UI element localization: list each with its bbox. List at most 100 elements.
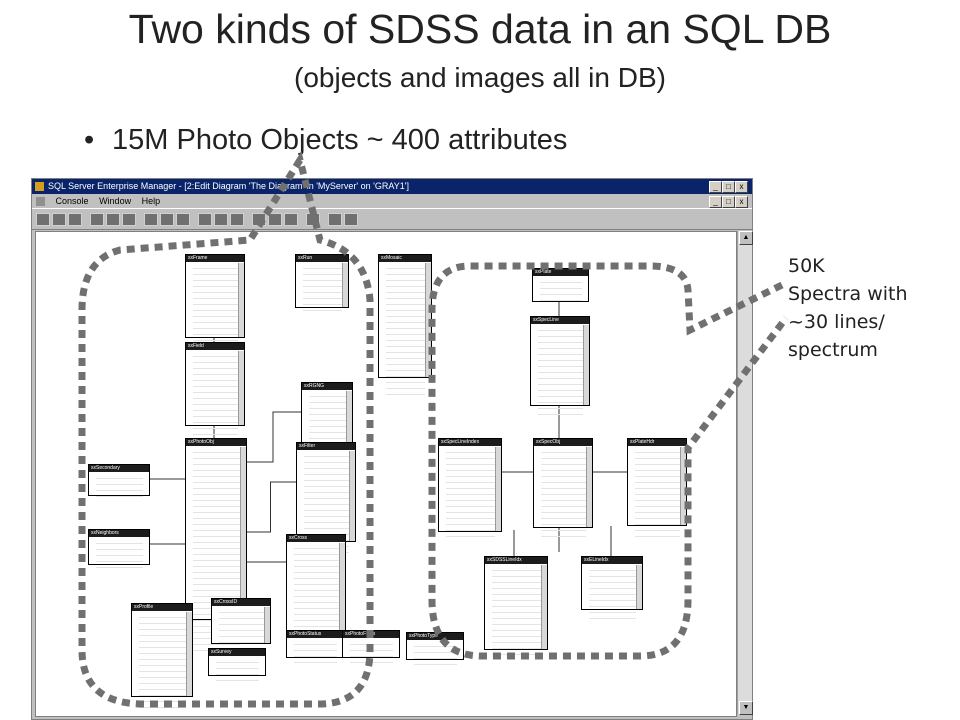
db-column-row[interactable] — [635, 447, 680, 453]
db-column-row[interactable] — [386, 377, 425, 383]
db-table[interactable]: sxCross — [286, 534, 346, 651]
db-column-row[interactable] — [492, 607, 541, 613]
db-column-row[interactable] — [589, 601, 636, 607]
db-column-row[interactable] — [193, 375, 238, 381]
db-column-row[interactable] — [303, 293, 342, 299]
db-column-row[interactable] — [541, 519, 586, 525]
db-column-row[interactable] — [540, 277, 582, 283]
db-column-row[interactable] — [635, 453, 680, 459]
db-table-header[interactable]: sxSpecLine — [531, 317, 589, 324]
db-column-row[interactable] — [304, 481, 349, 487]
db-column-row[interactable] — [193, 311, 238, 317]
db-table-header[interactable]: sxSDSSLineIdx — [485, 557, 547, 564]
db-column-row[interactable] — [446, 477, 495, 483]
db-table[interactable]: sxNeighbors — [88, 529, 150, 568]
db-column-row[interactable] — [414, 653, 457, 659]
db-column-row[interactable] — [386, 287, 425, 293]
db-column-row[interactable] — [446, 507, 495, 513]
db-column-row[interactable] — [386, 281, 425, 287]
db-column-row[interactable] — [540, 295, 582, 301]
db-column-row[interactable] — [216, 663, 259, 669]
db-table[interactable]: sxField — [185, 342, 245, 435]
relationship-line[interactable] — [245, 411, 301, 463]
db-column-row[interactable] — [96, 538, 143, 544]
db-column-row[interactable] — [540, 289, 582, 295]
scroll-down-icon[interactable]: ▼ — [739, 701, 753, 715]
db-column-row[interactable] — [193, 579, 240, 585]
db-column-row[interactable] — [386, 275, 425, 281]
db-table-header[interactable]: sxSpecLineIndex — [439, 439, 501, 446]
db-column-row[interactable] — [304, 469, 349, 475]
db-column-row[interactable] — [193, 399, 238, 405]
db-column-row[interactable] — [541, 513, 586, 519]
db-table-header[interactable]: sxSpecObj — [534, 439, 592, 446]
db-column-row[interactable] — [386, 359, 425, 365]
db-column-row[interactable] — [540, 283, 582, 289]
db-column-row[interactable] — [635, 471, 680, 477]
db-column-row[interactable] — [304, 487, 349, 493]
db-column-row[interactable] — [541, 507, 586, 513]
db-column-row[interactable] — [386, 389, 425, 395]
db-column-row[interactable] — [193, 537, 240, 543]
db-column-row[interactable] — [492, 583, 541, 589]
db-table-header[interactable]: sxNeighbors — [89, 530, 149, 537]
db-table-header[interactable]: sxField — [186, 343, 244, 350]
db-column-row[interactable] — [538, 331, 583, 337]
db-column-row[interactable] — [589, 607, 636, 613]
db-column-row[interactable] — [294, 603, 339, 609]
db-column-row[interactable] — [492, 649, 541, 655]
db-column-row[interactable] — [139, 690, 186, 696]
db-column-row[interactable] — [492, 565, 541, 571]
db-column-row[interactable] — [304, 475, 349, 481]
db-column-row[interactable] — [193, 363, 238, 369]
db-column-row[interactable] — [193, 489, 240, 495]
close-button[interactable]: x — [735, 181, 748, 193]
db-column-row[interactable] — [446, 453, 495, 459]
db-column-row[interactable] — [193, 405, 238, 411]
db-column-row[interactable] — [309, 421, 346, 427]
paste-icon[interactable] — [122, 213, 136, 226]
db-column-row[interactable] — [294, 657, 337, 663]
db-column-row[interactable] — [446, 495, 495, 501]
db-table-header[interactable]: sxCrossID — [212, 599, 270, 606]
db-column-row[interactable] — [139, 678, 186, 684]
db-column-row[interactable] — [446, 501, 495, 507]
layout-icon[interactable] — [230, 213, 244, 226]
db-column-row[interactable] — [193, 305, 238, 311]
table-scrollbar[interactable] — [583, 325, 589, 405]
db-column-row[interactable] — [304, 463, 349, 469]
db-column-row[interactable] — [538, 409, 583, 415]
db-column-row[interactable] — [139, 672, 186, 678]
db-column-row[interactable] — [193, 507, 240, 513]
db-table-header[interactable]: sxRun — [296, 255, 348, 262]
db-column-row[interactable] — [193, 561, 240, 567]
db-column-row[interactable] — [492, 613, 541, 619]
db-column-row[interactable] — [303, 263, 342, 269]
db-column-row[interactable] — [446, 471, 495, 477]
db-column-row[interactable] — [538, 355, 583, 361]
db-table-header[interactable]: sxPhotoObj — [186, 439, 246, 446]
db-column-row[interactable] — [541, 453, 586, 459]
db-column-row[interactable] — [193, 335, 238, 341]
db-column-row[interactable] — [193, 329, 238, 335]
db-column-row[interactable] — [541, 531, 586, 537]
db-column-row[interactable] — [139, 618, 186, 624]
db-column-row[interactable] — [294, 615, 339, 621]
db-column-row[interactable] — [386, 329, 425, 335]
db-column-row[interactable] — [96, 556, 143, 562]
db-column-row[interactable] — [309, 403, 346, 409]
child-minimize-button[interactable]: _ — [709, 196, 722, 208]
db-column-row[interactable] — [304, 499, 349, 505]
db-column-row[interactable] — [541, 501, 586, 507]
db-column-row[interactable] — [304, 457, 349, 463]
db-column-row[interactable] — [492, 601, 541, 607]
db-column-row[interactable] — [446, 525, 495, 531]
db-column-row[interactable] — [309, 427, 346, 433]
db-column-row[interactable] — [294, 567, 339, 573]
db-column-row[interactable] — [589, 577, 636, 583]
db-column-row[interactable] — [635, 531, 680, 537]
db-column-row[interactable] — [193, 269, 238, 275]
add-table-icon[interactable] — [160, 213, 174, 226]
db-column-row[interactable] — [492, 637, 541, 643]
db-column-row[interactable] — [635, 489, 680, 495]
